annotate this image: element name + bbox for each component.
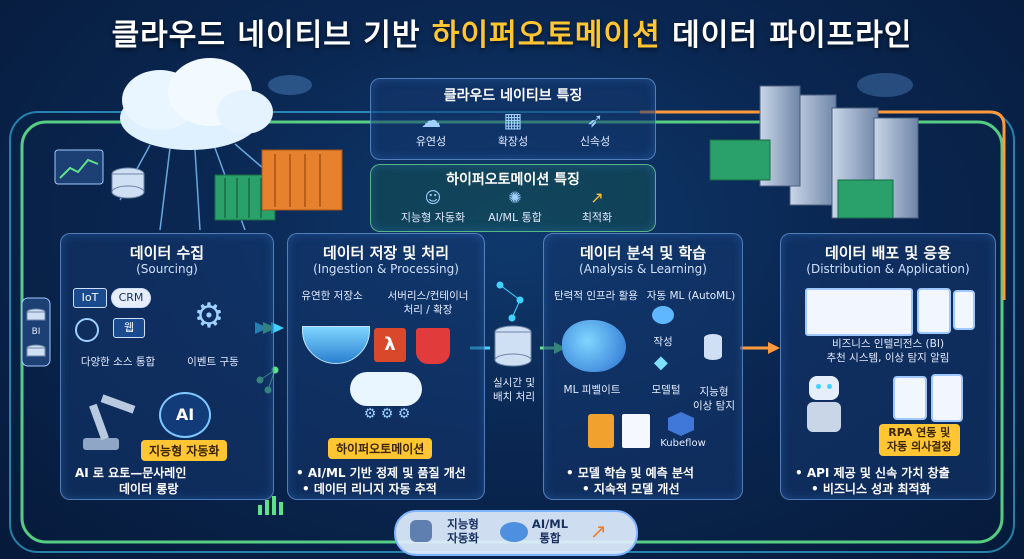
label-model-registry: 모델털: [651, 384, 681, 396]
label-recommendation: 추천 시스템, 이상 탐지 알림: [826, 352, 950, 364]
gear-small-icon: ⚙ ⚙ ⚙: [363, 406, 411, 422]
globe-icon: [75, 318, 99, 342]
stage-bullet: 데이터 롱랑: [119, 482, 179, 496]
label-bi: 비즈니스 인텔리전스 (BI): [831, 338, 945, 350]
stage-ingestion: 데이터 저장 및 처리 (Ingestion & Processing) 유연한…: [287, 233, 485, 500]
cloud-native-panel: 클라우드 네이티브 특징 ☁유연성 ▦확장성 ➶신속성: [370, 78, 656, 160]
stage-bullet: • 데이터 리니지 자동 추적: [302, 482, 437, 496]
hyperautomation-title: 하이퍼오토메이션 특징: [446, 172, 580, 188]
stage-distribution: 데이터 배포 및 응용 (Distribution & Application)…: [780, 233, 996, 500]
footer-automation-label: 지능형 자동화: [447, 517, 479, 545]
aws-lambda-icon: λ: [374, 328, 406, 362]
label-automl: 자동 ML (AutoML): [646, 290, 736, 302]
cloud-icon: [120, 58, 273, 150]
page-title: 클라우드 네이티브 기반 하이퍼오토메이션 데이터 파이프라인: [111, 18, 913, 53]
stage-subtitle: (Ingestion & Processing): [313, 262, 459, 276]
rpa-badge: RPA 연동 및 자동 의사결정: [879, 424, 960, 456]
growth-chart-icon: ↗: [590, 188, 604, 207]
stage-sourcing: 데이터 수집 (Sourcing) IoT CRM 웹 다양한 소스 통합 ⚙ …: [60, 233, 274, 500]
monitor-icon: [54, 149, 104, 185]
rpa-tablet-icon: [931, 374, 963, 422]
intelligent-automation-badge: 지능형 자동화: [141, 440, 228, 461]
ai-chip-icon: AI: [159, 392, 211, 438]
cloud-network-icon: ☁: [421, 108, 441, 132]
feature-aiml-integration: ✺AI/ML 통합: [475, 189, 555, 225]
stage-bullet: AI 로 요토—문사레인: [75, 466, 187, 480]
document-icon: [622, 414, 650, 448]
feature-intelligent-automation: ☺지능형 자동화: [389, 189, 477, 225]
hyperautomation-panel: 하이퍼오토메이션 특징 ☺지능형 자동화 ✺AI/ML 통합 ↗최적화: [370, 164, 656, 232]
stage-bullet: • API 제공 및 신속 가치 창출: [795, 466, 950, 480]
data-lake-icon: [302, 326, 370, 364]
label-anomaly: 이상 탐지: [693, 400, 735, 412]
web-icon: 웹: [113, 318, 145, 338]
notebook-icon: [588, 414, 614, 448]
tablet-icon: [917, 288, 951, 334]
stage-analysis: 데이터 분석 및 학습 (Analysis & Learning) 탄력적 인프…: [543, 233, 743, 500]
label-source-integration: 다양한 소스 통합: [80, 356, 156, 368]
growth-chart-icon: ↗: [590, 519, 607, 543]
iot-icon: IoT: [73, 288, 107, 308]
brain-icon: [500, 522, 528, 542]
footer-summary: 지능형 자동화 AI/ML 통합 ↗: [394, 510, 638, 556]
robot-icon: [799, 376, 849, 436]
stage-title: 데이터 배포 및 응용: [824, 244, 952, 262]
cloud-native-title: 클라우드 네이티브 특징: [443, 88, 583, 104]
stage-subtitle: (Sourcing): [136, 262, 198, 276]
network-nodes-icon: [496, 281, 524, 322]
left-db-label: BI: [31, 327, 41, 337]
database-icon: [111, 167, 145, 199]
realtime-database-icon: [494, 325, 532, 367]
label-elastic-infra: 탄력적 인프라 활용: [554, 290, 638, 302]
gem-icon: ◆: [654, 352, 668, 373]
small-brain-icon: [652, 306, 674, 324]
rpa-phone-icon: [893, 376, 927, 420]
server-rack-icon: [709, 85, 919, 219]
hyperautomation-badge: 하이퍼오토메이션: [328, 438, 433, 459]
stage-subtitle: (Analysis & Learning): [579, 262, 707, 276]
robot-icon: ☺: [424, 188, 442, 207]
robot-icon: [410, 520, 432, 542]
container-icon: ▦: [503, 108, 523, 132]
label-intelligent: 지능형: [699, 386, 729, 398]
robot-arm-icon: [79, 394, 139, 452]
stage-title: 데이터 분석 및 학습: [579, 244, 707, 262]
feature-optimization: ↗최적화: [557, 189, 637, 225]
feature-scalability: ▦확장성: [483, 109, 543, 149]
stage-title: 데이터 저장 및 처리: [322, 244, 450, 262]
feature-agility: ➶신속성: [565, 109, 625, 149]
rocket-icon: ➶: [586, 108, 604, 132]
kubeflow-icon: [668, 412, 694, 436]
dashboard-icon: [805, 288, 913, 336]
container-icon: [214, 149, 343, 221]
label-flexible-storage: 유연한 저장소: [301, 290, 363, 302]
label-write: 작성: [653, 336, 673, 348]
kubeflow-label: Kubeflow: [660, 438, 706, 449]
crm-icon: CRM: [111, 288, 151, 308]
db-small-icon: [704, 334, 722, 360]
stage-title: 데이터 수집: [129, 244, 205, 262]
gears-icon: ⚙: [193, 296, 225, 336]
footer-aiml-label: AI/ML 통합: [531, 517, 569, 545]
stage-bullet: • 지속적 모델 개선: [582, 482, 680, 496]
label-process-scale: 처리 / 확장: [403, 304, 453, 316]
phone-icon: [953, 290, 975, 330]
brain-icon: ✺: [508, 188, 522, 207]
feature-flexibility: ☁유연성: [401, 109, 461, 149]
label-serverless: 서버리스/컨테이너: [387, 290, 469, 302]
storage-bucket-icon: [416, 328, 450, 364]
brain-icon: [562, 320, 626, 372]
label-event-driven: 이벤트 구동: [187, 356, 239, 368]
stage-subtitle: (Distribution & Application): [806, 262, 970, 276]
stage-bullet: • AI/ML 기반 정제 및 품질 개선: [296, 466, 466, 480]
stage-bullet: • 모델 학습 및 예측 분석: [566, 466, 694, 480]
label-ml-pipeline: ML 피벨이트: [563, 384, 621, 396]
stage-bullet: • 비즈니스 성과 최적화: [811, 482, 931, 496]
cloud-storage-icon: [350, 372, 422, 406]
